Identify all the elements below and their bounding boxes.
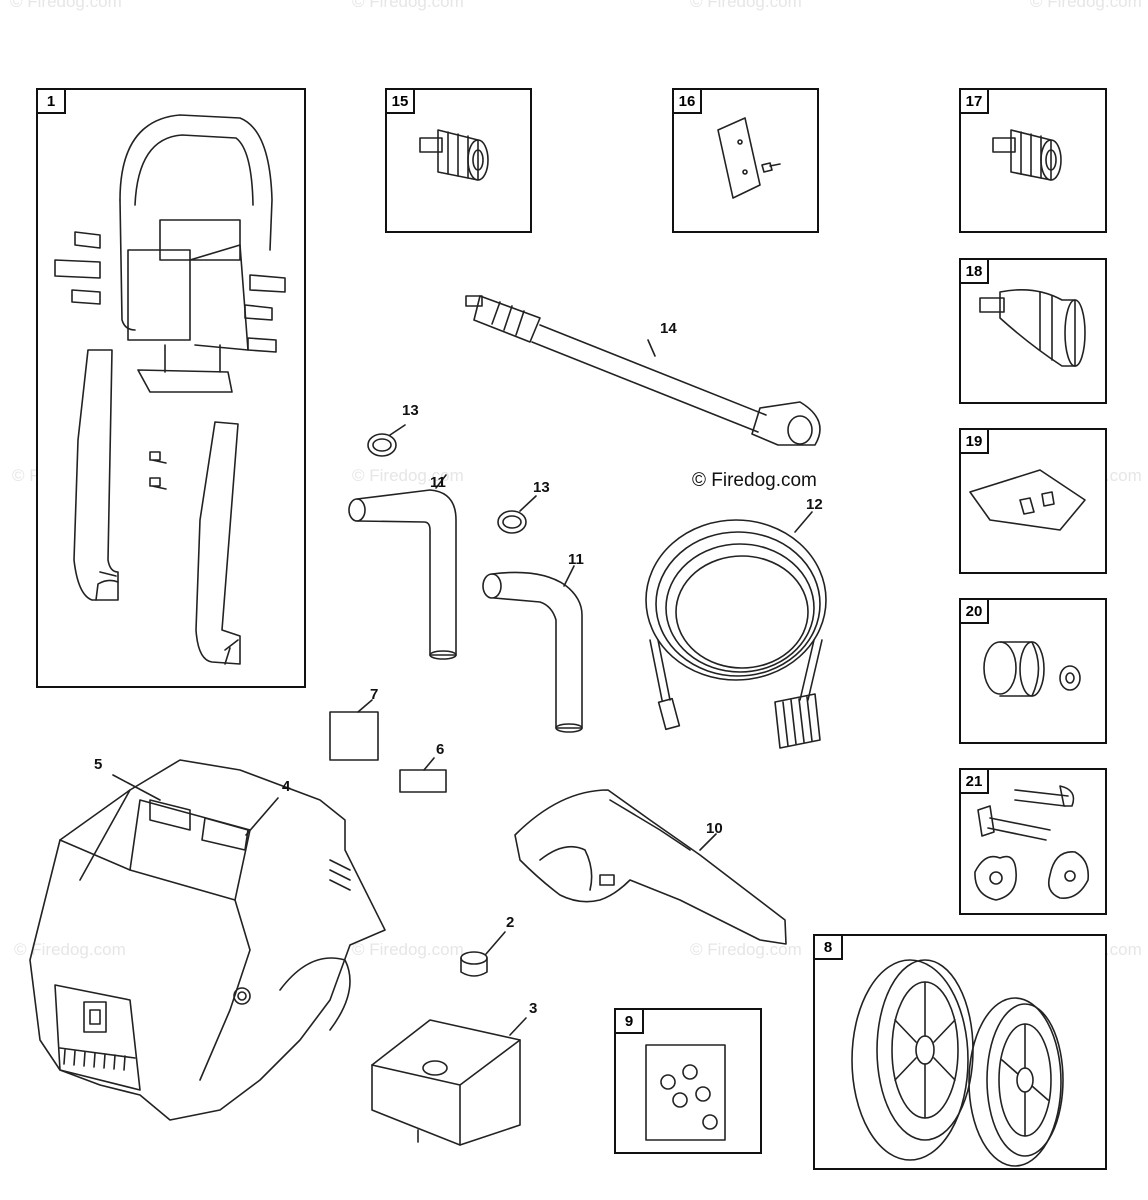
part-number-tag: 17 [959,88,989,114]
callout-number: 13 [533,479,550,496]
pressure-washer-body-drawing [29,759,386,1121]
watermark: © Firedog.com [352,0,464,11]
detergent-tank-drawing [371,1017,527,1146]
part-box-19: 19 [959,428,1107,574]
callout-number: 5 [94,756,103,773]
nozzle-drawing [992,129,1062,181]
callout-number: 7 [370,686,379,703]
watermark: © Firedog.com [14,940,126,959]
callout-number: 13 [402,402,419,419]
part-box-20: 20 [959,598,1107,744]
bracket-drawing [717,117,781,199]
part-number-tag: 18 [959,258,989,284]
watermark: © Firedog.com [352,466,464,485]
spray-gun-drawing [514,789,787,945]
part-number-tag: 21 [959,768,989,794]
part-number-tag: 19 [959,428,989,454]
callout-number: 11 [568,551,584,568]
callout-number: 11 [430,474,446,491]
part-number-tag: 9 [614,1008,644,1034]
part-box-9: 9 [614,1008,762,1154]
part-number-tag: 16 [672,88,702,114]
bolts-knobs-drawing [974,785,1090,901]
copyright-text: © Firedog.com [692,470,817,491]
cap-drawing [460,931,506,977]
part-number-tag: 1 [36,88,66,114]
watermark: © Firedog.com [10,0,122,11]
handle-assembly-drawing [54,114,286,665]
tube-drawing [482,565,583,733]
part-number-tag: 20 [959,598,989,624]
watermark: © Firedog.com [1030,0,1142,11]
part-number-tag: 15 [385,88,415,114]
callout-number: 10 [706,820,723,837]
callout-number: 14 [660,320,677,337]
turbo-nozzle-drawing [979,288,1086,367]
wand-drawing [465,295,821,446]
label-decal-drawing [329,699,447,793]
callout-number: 12 [806,496,823,513]
plug-drawing [367,433,397,457]
inlet-fitting-drawing [983,641,1081,697]
callout-number: 3 [529,1000,538,1017]
part-number-tag: 8 [813,934,843,960]
callout-number: 4 [282,778,291,795]
wheels-drawing [851,959,1064,1167]
hardware-bag-drawing [969,469,1086,531]
watermark: © Firedog.com [352,940,464,959]
o-ring-kit-drawing [645,1044,726,1141]
watermark: © Firedog.com [690,0,802,11]
part-box-16: 16 [672,88,819,233]
tube-drawing [348,474,457,660]
plug-drawing [497,510,527,534]
part-box-17: 17 [959,88,1107,233]
nozzle-drawing [419,129,489,181]
callout-number: 6 [436,741,445,758]
hose-drawing [645,511,827,749]
part-box-18: 18 [959,258,1107,404]
watermark: © Firedog.com [690,940,802,959]
callout-number: 2 [506,914,515,931]
